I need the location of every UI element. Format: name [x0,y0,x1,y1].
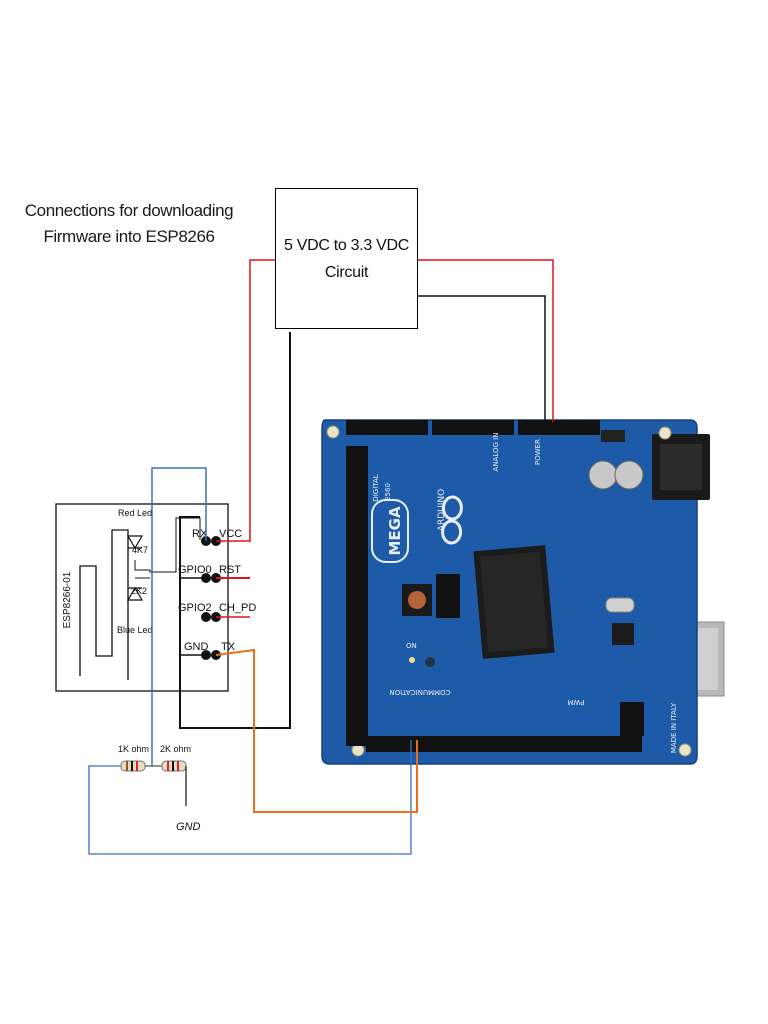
mega-badge [371,499,409,563]
wire-red-5v [418,259,554,422]
diagram-title: Connections for downloading Firmware int… [14,198,244,250]
pin-gpio2 [201,612,211,622]
pin-gnd-label: GND [184,641,209,653]
antenna-trace [79,529,129,680]
capacitor-1 [588,460,618,490]
gnd-label: GND [176,821,201,833]
wire-black-gnd [179,332,291,729]
esp-name: ESP8266-01 [62,571,73,628]
pin-vcc-label: VCC [219,528,242,540]
analog-header [346,420,428,435]
wire-red-3v3 [216,259,275,542]
regulator-line-2: Circuit [324,264,369,281]
digital-header-left [346,446,368,746]
r2-label: 2K2 [131,586,147,596]
communication-header [366,736,642,752]
resistor-2k-label: 2K ohm [160,744,191,754]
power-text: POWER [534,439,542,465]
variant-text: 2560 [384,483,392,501]
arduino-logo [441,495,463,545]
regulator-box [275,188,418,329]
arduino-brand-text: ARDUINO [437,489,447,531]
regulator-line-1: 5 VDC to 3.3 VDC [283,237,410,254]
wire-black-gnd-top [418,295,546,422]
made-in-text: MADE IN ITALY [670,702,678,753]
communication-text: COMMUNICATION [389,688,450,696]
mega-text: MEGA [386,506,404,555]
title-line-2: Firmware into ESP8266 [43,227,215,246]
pwm-text: PWM [567,698,584,706]
pin-tx-label: TX [221,641,236,653]
red-led-label: Red Led [118,508,152,518]
capacitor-2 [614,460,644,490]
power-header [518,420,600,435]
pin-gpio2-label: GPIO2 [178,602,212,614]
r1-label: 4K7 [132,545,148,555]
blue-led-label: Blue Led [117,625,153,635]
title-line-1: Connections for downloading [24,201,234,220]
resistor-divider: 1K ohm 2K ohm GND [118,744,201,833]
regulator-label: 5 VDC to 3.3 VDC Circuit [275,232,418,286]
wire-blue-divider [88,740,412,855]
wire-orange-tx [215,648,418,813]
resistor-1k-label: 1K ohm [118,744,149,754]
analog-in-text: ANALOG IN [492,433,500,472]
pin-gpio0-label: GPIO0 [178,564,212,576]
pin-chpd-label: CH_PD [219,602,256,614]
on-led-text: ON [406,642,417,650]
wire-blue-rx [151,467,207,766]
pin-rst-label: RST [219,564,241,576]
esp8266-module: ESP8266-01 Red Led 4K7 2K2 Blue Led RX V… [55,503,256,692]
pin-rx-label: RX [192,528,208,540]
arduino-mega-board: MEGA ARDUINO 2560 ANALOG IN POWER DIGITA… [321,419,725,765]
digital-text: DIGITAL [372,474,380,501]
